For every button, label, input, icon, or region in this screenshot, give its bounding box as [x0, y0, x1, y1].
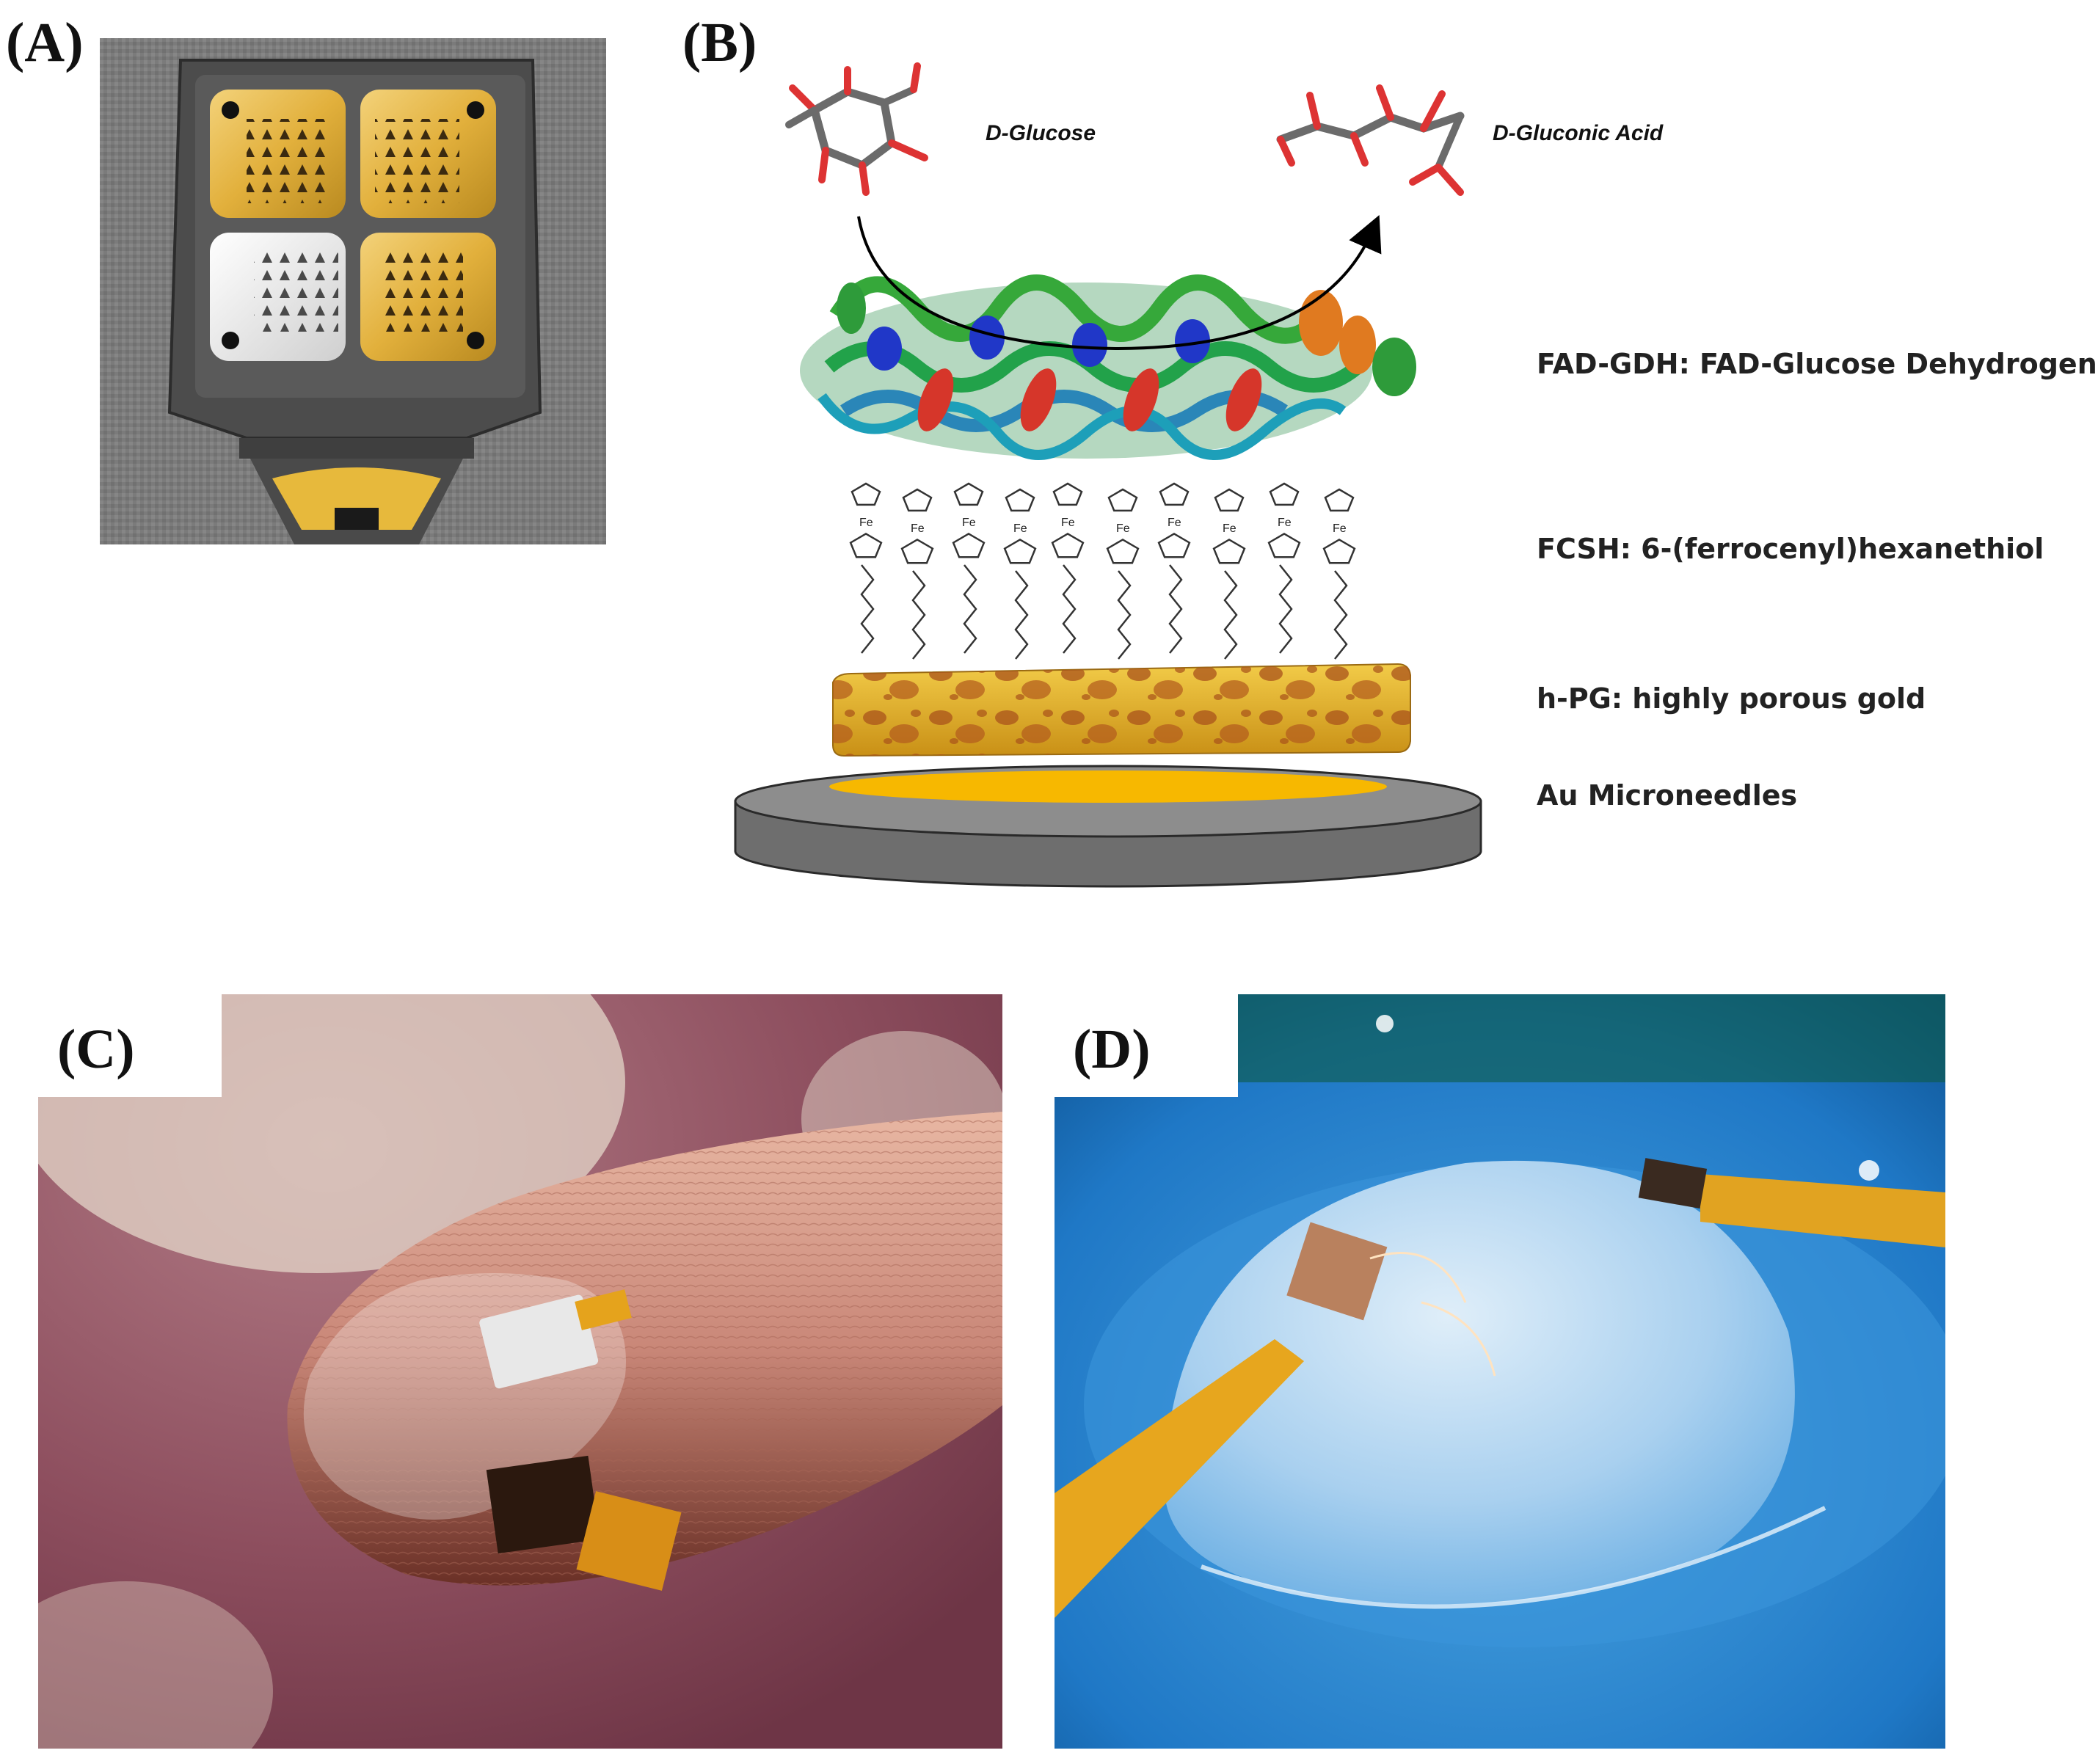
contact-pad — [272, 467, 441, 530]
layer-label-h-pg: h-PG: highly porous gold — [1537, 682, 1926, 715]
ferrocene-molecule: Fe — [1267, 482, 1301, 654]
panel-a-photo — [100, 38, 606, 544]
fe-atom-label: Fe — [1168, 517, 1181, 529]
layer-label-fad-gdh: FAD-GDH: FAD-Glucose Dehydrogenase — [1537, 348, 2098, 380]
gold-electrode-top-left — [210, 90, 346, 218]
ferrocene-molecule: Fe — [1051, 482, 1085, 654]
gold-electrode-top-right — [360, 90, 496, 218]
ferrocene-molecule: Fe — [1212, 488, 1246, 660]
platinum-electrode-bottom-left — [210, 233, 346, 361]
reaction-arrow — [857, 215, 1382, 351]
d-glucose-label: D-Glucose — [986, 121, 1096, 145]
fe-atom-label: Fe — [1061, 517, 1075, 529]
panel-d-photo — [1055, 994, 1945, 1749]
d-glucose-molecule — [785, 62, 928, 196]
panel-a-label: (A) — [6, 12, 84, 73]
contact-slot — [335, 508, 379, 530]
d-gluconic-acid-molecule — [1276, 84, 1465, 196]
ferrocene-molecule: Fe — [952, 482, 986, 654]
fe-atom-label: Fe — [1013, 522, 1027, 535]
d-gluconic-acid-label: D-Gluconic Acid — [1493, 121, 1664, 145]
ferrocene-molecule: Fe — [900, 488, 934, 660]
fe-atom-label: Fe — [1333, 522, 1347, 535]
fe-atom-label: Fe — [911, 522, 925, 535]
gold-electrode-bottom-right — [360, 233, 496, 361]
lower-electrode-tape — [1055, 1339, 1304, 1618]
fe-atom-label: Fe — [1223, 522, 1236, 535]
chip-stem — [239, 438, 474, 459]
layer-label-fcsh: FCSH: 6-(ferrocenyl)hexanethiol — [1537, 533, 2044, 565]
layer-label-au-microneedles: Au Microneedles — [1537, 779, 1798, 812]
gold-electrode-tape — [576, 1491, 682, 1591]
ferrocene-molecule: Fe — [1322, 488, 1356, 660]
ferrocene-molecule: Fe — [849, 482, 883, 654]
fcsh-monolayer: Fe Fe Fe Fe Fe Fe Fe Fe Fe Fe — [849, 482, 1356, 660]
ferrocene-molecule: Fe — [1106, 488, 1140, 660]
fe-atom-label: Fe — [1278, 517, 1292, 529]
panel-b-label: (B) — [682, 12, 757, 73]
highly-porous-gold-layer — [832, 663, 1411, 757]
ferrocene-molecule: Fe — [1157, 482, 1191, 654]
fingertip — [287, 1112, 1002, 1586]
ferrocene-molecule: Fe — [1003, 488, 1037, 660]
panel-c-label-box — [38, 994, 222, 1097]
gold-electrode-chip — [486, 1455, 600, 1554]
au-microneedle-disc — [734, 765, 1482, 888]
white-electrode-tape — [575, 1289, 632, 1330]
white-electrode-chip — [479, 1294, 599, 1389]
upper-electrode-tape — [1700, 1174, 1945, 1247]
lower-electrode-chip — [1286, 1222, 1388, 1321]
fe-atom-label: Fe — [962, 517, 976, 529]
panel-d-label-box — [1055, 994, 1238, 1097]
fad-gdh-enzyme-layer — [800, 274, 1416, 460]
panel-c-label: (C) — [57, 1018, 135, 1080]
fe-atom-label: Fe — [1116, 522, 1130, 535]
panel-c-photo — [38, 994, 1002, 1749]
fe-atom-label: Fe — [859, 517, 873, 529]
upper-electrode-chip — [1638, 1158, 1708, 1209]
panel-d-label: (D) — [1073, 1018, 1151, 1080]
